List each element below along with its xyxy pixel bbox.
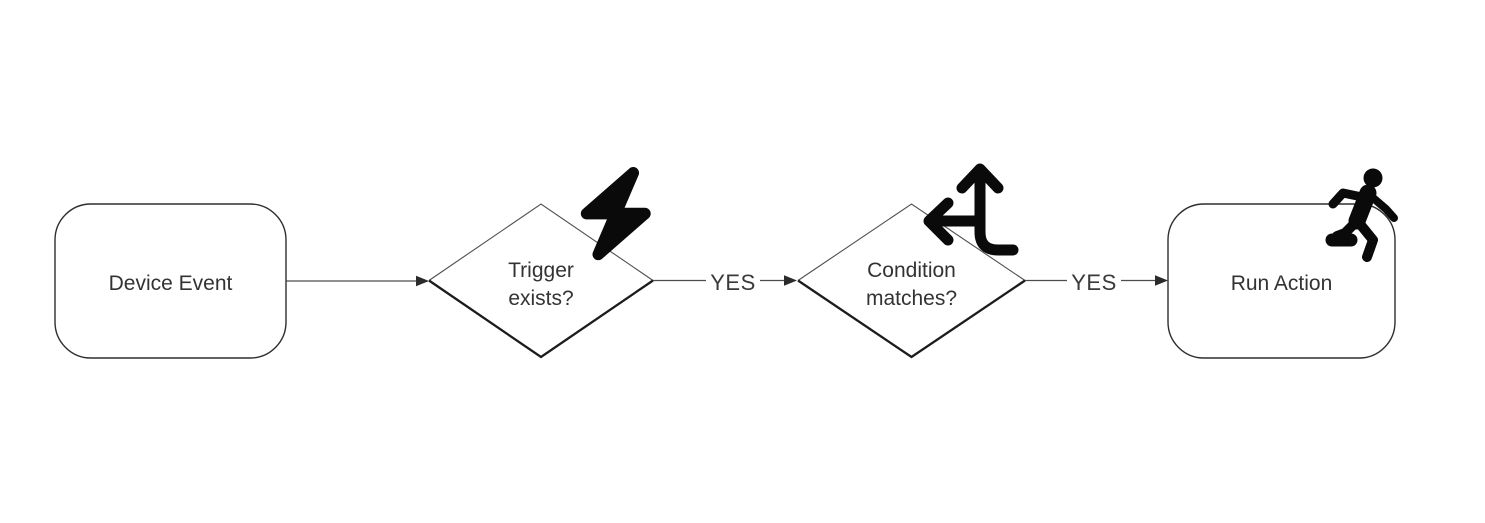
node-trigger-exists: Trigger exists?	[428, 203, 654, 359]
node-condition-matches: Condition matches?	[797, 203, 1026, 359]
condition-diamond-top-edges	[797, 203, 1026, 281]
edge-condition-to-run-action: YES	[1025, 267, 1168, 295]
arrowhead-icon	[1155, 275, 1168, 286]
trigger-label-line2: exists?	[508, 287, 573, 310]
edge-label-background	[1067, 267, 1121, 294]
edge-label-background	[706, 267, 760, 294]
runner-front-leg	[1355, 219, 1378, 262]
runner-head	[1363, 168, 1383, 188]
runner-rear-arm	[1368, 193, 1398, 222]
trigger-diamond-bottom-edges	[428, 279, 654, 359]
stem-curve	[974, 167, 1019, 256]
condition-diamond-bottom-edges	[797, 279, 1026, 359]
lightning-bolt-icon	[580, 166, 651, 261]
runner-front-arm	[1328, 188, 1367, 209]
edge-yes-label: YES	[710, 270, 756, 295]
device-event-box	[54, 203, 287, 359]
condition-label-line1: Condition	[867, 259, 956, 282]
edge-device-event-to-trigger	[286, 275, 429, 287]
trigger-label-line1: Trigger	[508, 259, 574, 282]
arrows-split-up-left-icon	[923, 163, 1019, 256]
edge-trigger-to-condition: YES	[653, 267, 797, 295]
arrowhead-icon	[784, 275, 797, 286]
person-running-icon	[1325, 168, 1398, 262]
node-device-event: Device Event	[54, 203, 287, 359]
trigger-diamond-top-edges	[428, 203, 654, 281]
run-action-label: Run Action	[1231, 272, 1333, 295]
condition-label-line2: matches?	[866, 287, 957, 310]
edge-yes-label: YES	[1071, 270, 1117, 295]
device-event-label: Device Event	[109, 272, 233, 295]
arrowhead-icon	[416, 275, 429, 287]
